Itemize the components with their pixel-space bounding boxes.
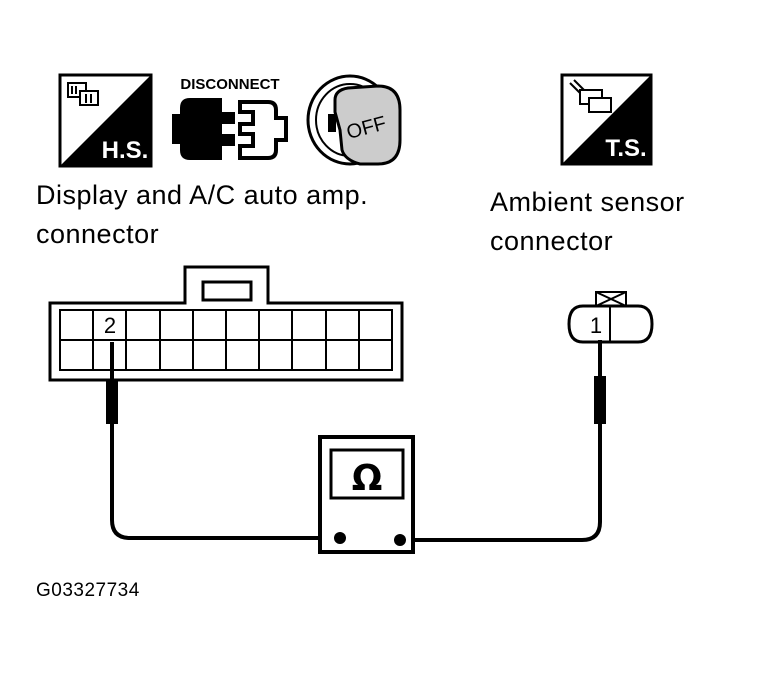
probe-lead-left bbox=[106, 342, 340, 540]
meter-terminal-positive bbox=[394, 534, 406, 546]
amp-connector: 2 bbox=[48, 265, 404, 382]
ambient-sensor-label-line2: connector bbox=[490, 226, 614, 256]
harness-side-icon: H.S. bbox=[58, 73, 153, 168]
disconnect-icon: DISCONNECT bbox=[172, 76, 288, 160]
amp-connector-label-line2: connector bbox=[36, 219, 160, 249]
ohm-symbol: Ω bbox=[352, 458, 383, 499]
ohmmeter: Ω bbox=[318, 435, 415, 554]
meter-terminal-negative bbox=[334, 532, 346, 544]
figure-id: G03327734 bbox=[36, 580, 140, 601]
right-terminal-number: 1 bbox=[590, 313, 602, 338]
ambient-sensor-connector: 1 bbox=[567, 291, 654, 344]
disconnect-caption: DISCONNECT bbox=[180, 76, 279, 93]
terminal-side-icon: T.S. bbox=[560, 73, 653, 166]
hs-badge-text: H.S. bbox=[102, 137, 149, 164]
left-terminal-number: 2 bbox=[104, 313, 116, 338]
ambient-sensor-label-line1: Ambient sensor bbox=[490, 187, 685, 217]
amp-connector-label-line1: Display and A/C auto amp. bbox=[36, 180, 369, 210]
ignition-off-icon: OFF bbox=[306, 74, 402, 166]
probe-lead-right bbox=[400, 340, 606, 542]
ts-badge-text: T.S. bbox=[605, 135, 646, 162]
